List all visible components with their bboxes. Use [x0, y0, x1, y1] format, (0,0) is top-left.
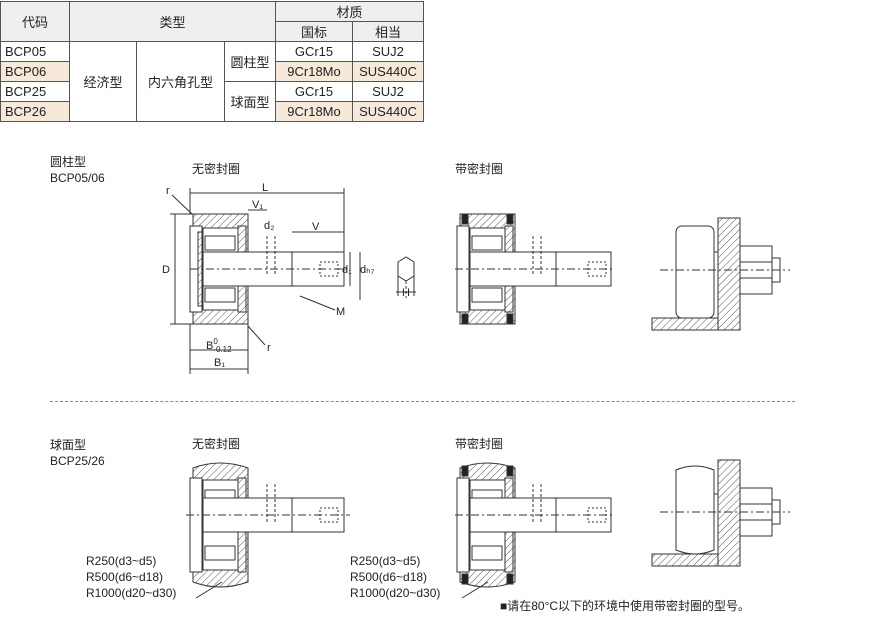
shape-cylindrical: 圆柱型: [224, 41, 276, 82]
dim-r-top: r: [166, 185, 170, 197]
dim-L: L: [262, 182, 269, 194]
section1-with-seal-label: 带密封圈: [455, 162, 504, 176]
radius-note-3b: R1000(d20~d30): [350, 586, 441, 600]
drawing-cylindrical-no-seal: [170, 188, 361, 374]
radius-note-1a: R250(d3~d5): [86, 554, 157, 568]
drawing-cylindrical-mounted: [651, 217, 790, 331]
dim-B-letter: B: [206, 340, 214, 352]
drawing-spherical-no-seal: [186, 462, 350, 599]
hex-socket-icon: [396, 256, 416, 298]
drawing-spherical-mounted: [651, 459, 790, 567]
dim-D: D: [162, 264, 170, 276]
row-code: BCP26: [0, 101, 70, 122]
material-eq: SUS440C: [352, 101, 424, 122]
radius-note-2b: R500(d6~d18): [350, 570, 428, 584]
dim-dh7: dₕ₇: [360, 264, 375, 276]
spec-table: 代码 类型 材质 国标 相当 BCP05 经济型 内六角孔型 圆柱型 GCr15…: [0, 1, 424, 122]
dim-V: V: [312, 221, 320, 233]
header-code: 代码: [0, 1, 70, 42]
header-equivalent: 相当: [352, 21, 424, 42]
drawing-spherical-with-seal: [455, 462, 615, 599]
section-divider: [50, 401, 795, 402]
section2-codes: BCP25/26: [50, 454, 105, 468]
radius-note-3a: R1000(d20~d30): [86, 586, 177, 600]
type-hex: 内六角孔型: [136, 41, 225, 122]
dim-B1: B₁: [214, 357, 226, 369]
radius-note-1b: R250(d3~d5): [350, 554, 421, 568]
material-eq: SUJ2: [352, 41, 424, 62]
radius-note-2a: R500(d6~d18): [86, 570, 164, 584]
dim-M: M: [336, 306, 346, 318]
dim-B-tol-bot: -0.12: [213, 345, 232, 355]
shape-spherical: 球面型: [224, 81, 276, 122]
dim-V1: V₁: [252, 199, 264, 211]
material-std: 9Cr18Mo: [275, 61, 353, 82]
dim-B-tol-top: 0: [213, 337, 218, 347]
section2-with-seal-label: 带密封圈: [455, 437, 504, 451]
drawing-cylindrical-with-seal: [455, 213, 615, 325]
section2-title: 球面型: [50, 438, 87, 452]
section1-codes: BCP05/06: [50, 171, 105, 185]
row-code: BCP06: [0, 61, 70, 82]
section1-title: 圆柱型: [50, 155, 87, 169]
dim-r-bottom: r: [267, 342, 271, 354]
seal-temperature-note: ■请在80°C以下的环境中使用带密封圈的型号。: [500, 599, 751, 613]
section1-no-seal-label: 无密封圈: [192, 162, 241, 176]
header-material: 材质: [275, 1, 424, 22]
dim-H: H: [402, 287, 410, 299]
section2-no-seal-label: 无密封圈: [192, 437, 241, 451]
dim-d1: d₁: [342, 264, 352, 276]
material-std: 9Cr18Mo: [275, 101, 353, 122]
material-std: GCr15: [275, 81, 353, 102]
type-economy: 经济型: [69, 41, 137, 122]
dim-d2: d₂: [264, 220, 275, 232]
header-standard: 国标: [275, 21, 353, 42]
